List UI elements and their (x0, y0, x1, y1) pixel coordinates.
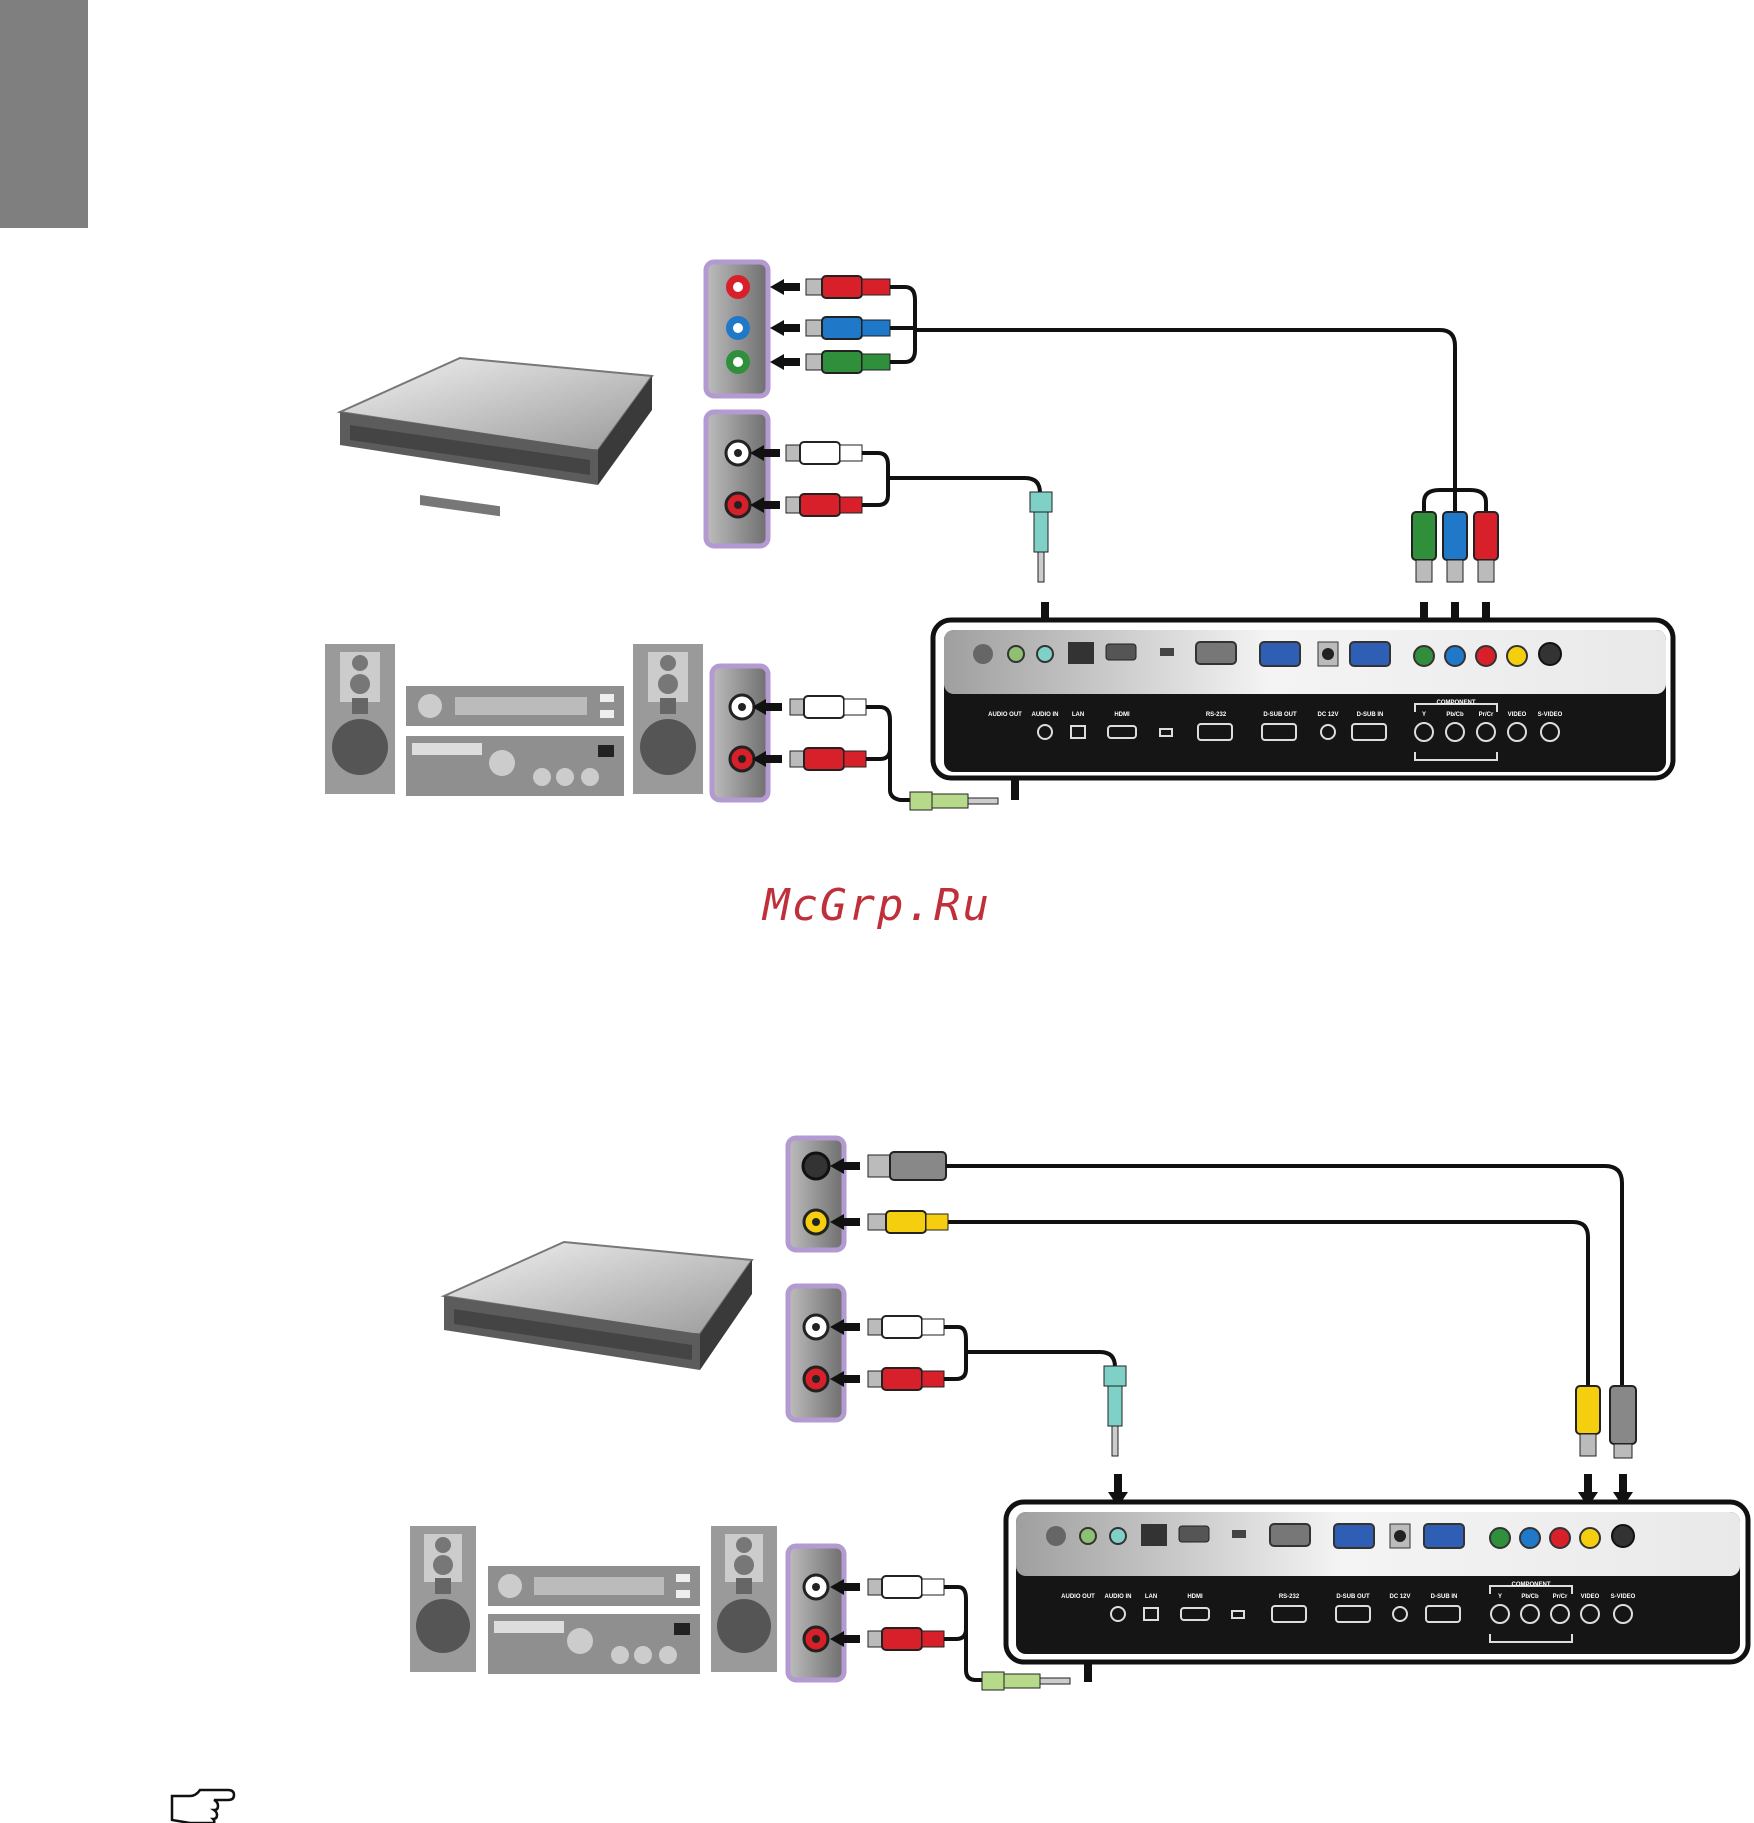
port-label: HDMI (1114, 712, 1130, 718)
port-label: VIDEO (1581, 1594, 1600, 1600)
port-label: DC 12V (1389, 1594, 1410, 1600)
port-label: Pb/Cb (1446, 712, 1464, 718)
port-label: RS-232 (1279, 1594, 1300, 1600)
port-label: Y (1498, 1594, 1502, 1600)
port-label: LAN (1145, 1594, 1157, 1600)
port-label: AUDIO IN (1105, 1594, 1132, 1600)
port-label: D-SUB OUT (1336, 1594, 1370, 1600)
port-label: AUDIO IN (1032, 712, 1059, 718)
port-label: RS-232 (1206, 712, 1227, 718)
port-label: AUDIO OUT (988, 712, 1022, 718)
port-label: D-SUB IN (1431, 1594, 1458, 1600)
port-label: S-VIDEO (1611, 1594, 1636, 1600)
port-label: Pr/Cr (1479, 712, 1494, 718)
port-label: Y (1422, 712, 1426, 718)
port-label: Pb/Cb (1521, 1594, 1539, 1600)
port-label: Pr/Cr (1553, 1594, 1568, 1600)
component-label: COMPONENT (1437, 700, 1476, 706)
port-label: D-SUB IN (1357, 712, 1384, 718)
port-label: VIDEO (1508, 712, 1527, 718)
watermark: McGrp.Ru (0, 880, 1754, 931)
port-label: S-VIDEO (1538, 712, 1563, 718)
port-label: DC 12V (1317, 712, 1338, 718)
port-label: HDMI (1187, 1594, 1203, 1600)
component-label: COMPONENT (1512, 1582, 1551, 1588)
port-label: D-SUB OUT (1263, 712, 1297, 718)
port-label: LAN (1072, 712, 1084, 718)
port-label: AUDIO OUT (1061, 1594, 1095, 1600)
